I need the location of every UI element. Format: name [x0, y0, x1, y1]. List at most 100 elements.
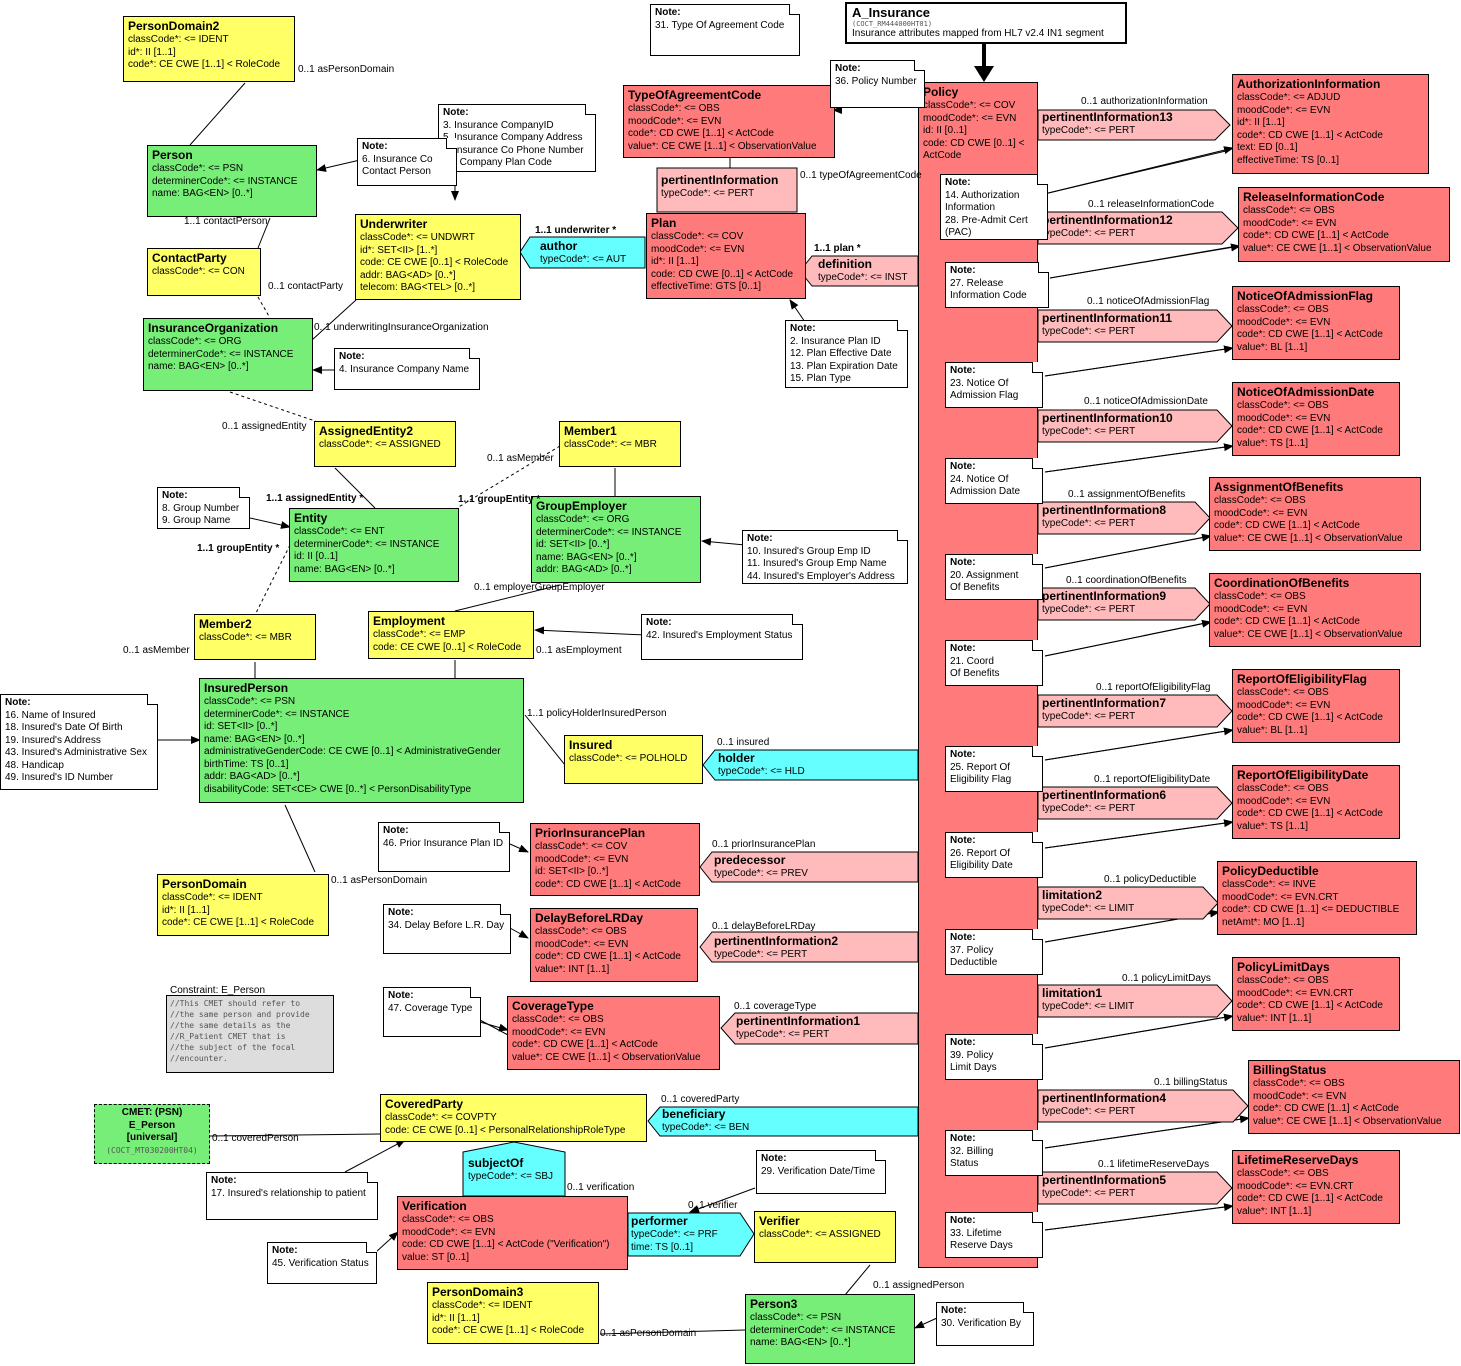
class-member2[interactable]: Member2 classCode*: <= MBR	[194, 614, 316, 660]
rel-pertinent-information7[interactable]: pertinentInformation7 typeCode*: <= PERT	[1038, 695, 1218, 725]
rel-pertinent-information2[interactable]: pertinentInformation2 typeCode*: <= PERT	[704, 933, 918, 963]
rel-predecessor[interactable]: predecessor typeCode*: <= PREV	[704, 852, 918, 882]
attribute-line: moodCode*: <= EVN	[1237, 412, 1331, 424]
rel-holder[interactable]: holder typeCode*: <= HLD	[708, 750, 918, 780]
class-member1[interactable]: Member1 classCode*: <= MBR	[559, 421, 681, 467]
note-line: 24. Notice Of	[950, 473, 1009, 485]
class-insured[interactable]: Insured classCode*: <= POLHOLD	[564, 735, 703, 784]
rel-pertinent-information11[interactable]: pertinentInformation11 typeCode*: <= PER…	[1038, 310, 1218, 340]
class-notice-of-admission-date[interactable]: NoticeOfAdmissionDate classCode*: <= OBS…	[1232, 382, 1400, 456]
attribute-line: name: BAG<EN> [0..*]	[204, 733, 305, 745]
label-employer-group-employer: 0..1 employerGroupEmployer	[474, 582, 605, 593]
rel-pertinent-information12[interactable]: pertinentInformation12 typeCode*: <= PER…	[1038, 212, 1218, 242]
attribute-line: classCode*: <= PSN	[152, 163, 244, 174]
model-title-box: A_Insurance (COCT_RM444000HT01) Insuranc…	[845, 2, 1127, 44]
rel-subject-of[interactable]: subjectOf typeCode*: <= SBJ	[463, 1155, 565, 1185]
model-code: (COCT_RM444000HT01)	[852, 20, 933, 28]
note-34: Note:34. Delay Before L.R. Day	[383, 904, 511, 954]
attribute-line: code*: CD CWE [1..1] < ActCode	[1243, 230, 1389, 241]
rel-pertinent-information9[interactable]: pertinentInformation9 typeCode*: <= PERT	[1038, 588, 1198, 618]
label-prior-insurance-plan: 0..1 priorInsurancePlan	[712, 839, 816, 850]
rel-beneficiary[interactable]: beneficiary typeCode*: <= BEN	[652, 1106, 918, 1136]
attribute-line: classCode*: <= OBS	[512, 1014, 604, 1025]
rel-definition[interactable]: definition typeCode*: <= INST	[808, 256, 918, 286]
class-insurance-organization[interactable]: InsuranceOrganization classCode*: <= ORG…	[143, 318, 313, 391]
attribute-line: determinerCode*: <= INSTANCE	[536, 526, 682, 538]
rel-pertinent-information10[interactable]: pertinentInformation10 typeCode*: <= PER…	[1038, 410, 1218, 440]
class-assigned-entity2[interactable]: AssignedEntity2 classCode*: <= ASSIGNED	[314, 421, 456, 467]
class-verifier[interactable]: Verifier classCode*: <= ASSIGNED	[754, 1211, 896, 1263]
note-line: 28. Pre-Admit Cert	[945, 214, 1028, 226]
rel-author[interactable]: author typeCode*: <= AUT	[530, 238, 645, 268]
rel-pertinent-information4[interactable]: pertinentInformation4 typeCode*: <= PERT	[1038, 1090, 1233, 1120]
rel-type: typeCode*: <= PERT	[1042, 1188, 1136, 1199]
class-name: PersonDomain	[162, 877, 247, 891]
attribute-line: id*: II [1..1]	[162, 904, 210, 916]
class-report-of-eligibility-flag[interactable]: ReportOfEligibilityFlag classCode*: <= O…	[1232, 669, 1400, 743]
rel-limitation2[interactable]: limitation2 typeCode*: <= LIMIT	[1038, 887, 1203, 917]
rel-pertinent-information1[interactable]: pertinentInformation1 typeCode*: <= PERT	[726, 1013, 918, 1043]
rel-type: typeCode*: <= INST	[818, 272, 908, 283]
class-notice-of-admission-flag[interactable]: NoticeOfAdmissionFlag classCode*: <= OBS…	[1232, 286, 1400, 360]
attribute-line: value*: BL [1..1]	[1237, 724, 1308, 736]
class-report-of-eligibility-date[interactable]: ReportOfEligibilityDate classCode*: <= O…	[1232, 765, 1400, 839]
class-name: Entity	[294, 511, 328, 525]
attribute-line: code*: CE CWE [1..1] < RoleCode	[128, 59, 281, 70]
rel-name: pertinentInformation	[661, 173, 779, 187]
attribute-line: addr: BAG<AD> [0..*]	[204, 771, 300, 782]
rel-limitation1[interactable]: limitation1 typeCode*: <= LIMIT	[1038, 985, 1218, 1015]
rel-performer[interactable]: performer typeCode*: <= PRF time: TS [0.…	[628, 1213, 748, 1256]
rel-pertinent-information8[interactable]: pertinentInformation8 typeCode*: <= PERT	[1038, 502, 1198, 532]
rel-name: pertinentInformation13	[1042, 110, 1173, 124]
rel-type: typeCode*: <= PERT	[1042, 803, 1136, 814]
class-release-information-code[interactable]: ReleaseInformationCode classCode*: <= OB…	[1238, 187, 1450, 262]
class-contact-party[interactable]: ContactParty classCode*: <= CON	[147, 248, 261, 296]
rel-type: typeCode*: <= PERT	[1042, 1106, 1136, 1117]
rel-pertinent-information-top[interactable]: pertinentInformation typeCode*: <= PERT	[655, 172, 797, 202]
label-type-of-agreement-code: 0..1 typeOfAgreementCode	[800, 170, 922, 181]
attribute-line: ActCode	[923, 150, 962, 161]
rel-name: subjectOf	[468, 1156, 524, 1170]
class-authorization-information[interactable]: AuthorizationInformation classCode*: <= …	[1232, 74, 1429, 174]
rel-type: typeCode*: <= PERT	[1042, 125, 1136, 136]
class-name: Employment	[373, 614, 446, 628]
rel-pertinent-information13[interactable]: pertinentInformation13 typeCode*: <= PER…	[1038, 109, 1218, 139]
class-name: PersonDomain2	[128, 19, 220, 33]
attribute-line: value*: CE CWE [1..1] < ObservationValue	[1253, 1115, 1442, 1127]
class-coordination-of-benefits[interactable]: CoordinationOfBenefits classCode*: <= OB…	[1209, 573, 1421, 647]
rel-pertinent-information6[interactable]: pertinentInformation6 typeCode*: <= PERT	[1038, 787, 1218, 817]
note-title: Note:	[388, 907, 414, 918]
rel-pertinent-information5[interactable]: pertinentInformation5 typeCode*: <= PERT	[1038, 1172, 1218, 1202]
attribute-line: classCode*: <= UNDWRT	[360, 232, 475, 243]
note-line: 16. Name of Insured	[5, 709, 96, 721]
cmet-e-person[interactable]: CMET: (PSN) E_Person [universal] (COCT_M…	[94, 1104, 210, 1164]
